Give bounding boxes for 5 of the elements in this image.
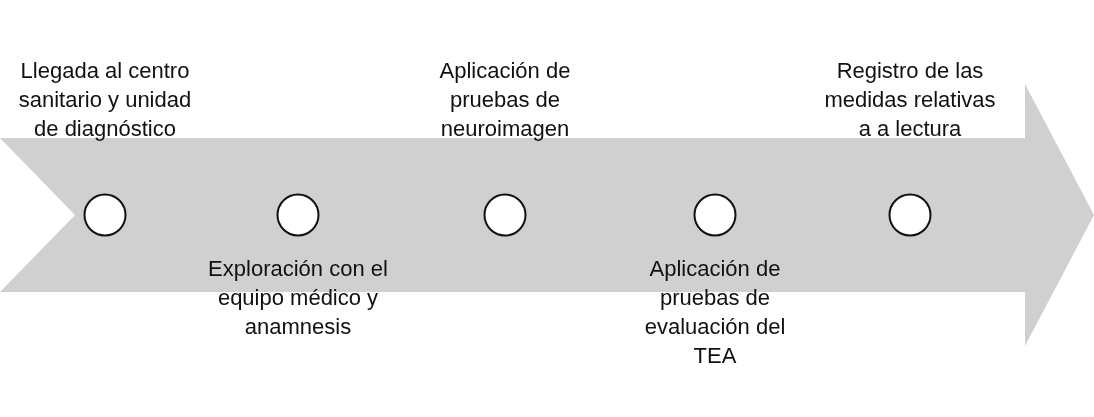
step-label: Aplicación de pruebas de evaluación del TEA [643, 255, 787, 370]
step-label: Exploración con el equipo médico y anamnesis [208, 255, 388, 341]
step-label: Llegada al centro sanitario y unidad de diagnóstico [17, 57, 193, 143]
step-label: Registro de las medidas relativas a a lectura [823, 57, 997, 143]
step-label: Aplicación de pruebas de neuroimagen [438, 57, 572, 143]
